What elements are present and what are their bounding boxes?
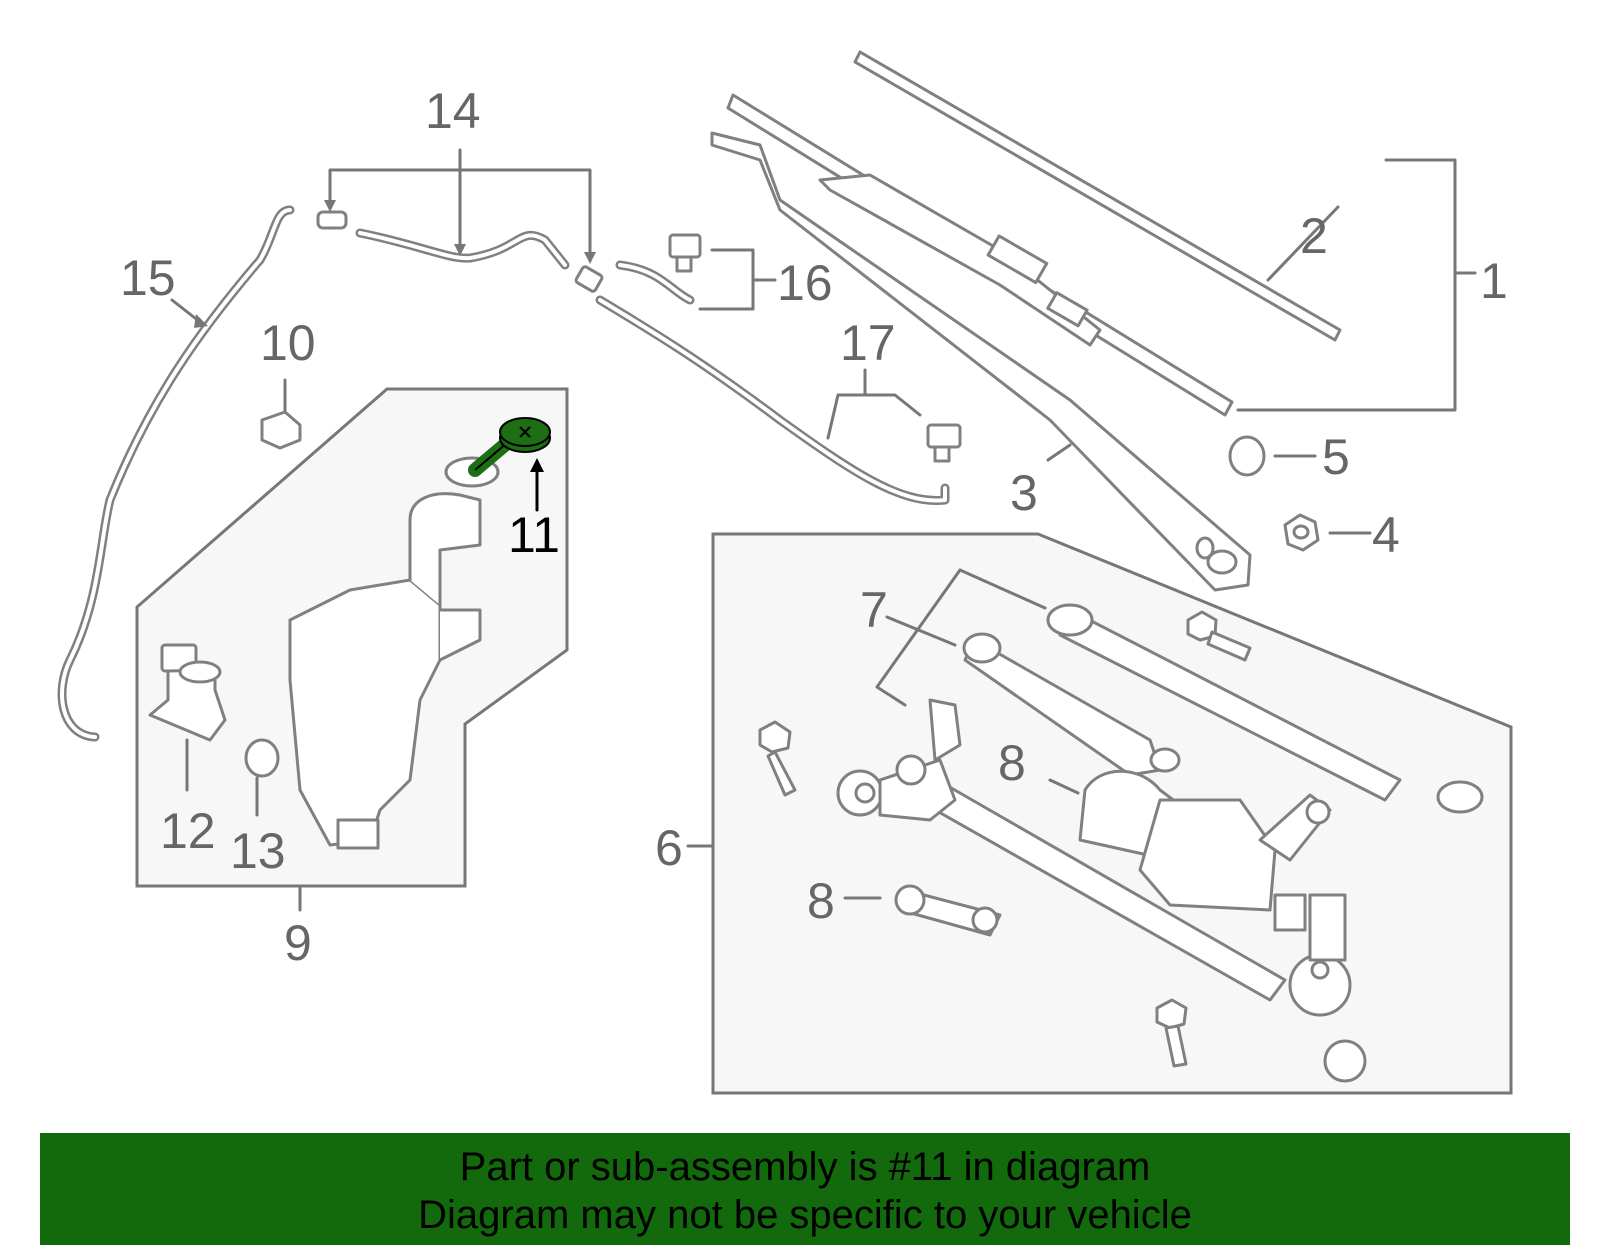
wiper-motor — [1078, 769, 1332, 932]
callout-13: 13 — [230, 823, 286, 879]
wiper-arm — [710, 131, 1252, 592]
callout-8a: 8 — [998, 735, 1026, 791]
washer-nozzle — [668, 233, 702, 273]
bracket-7 — [875, 568, 1047, 707]
hose-joint — [316, 210, 348, 230]
callout-9: 9 — [284, 915, 312, 971]
callout-12: 12 — [160, 803, 216, 859]
wiper-blade — [726, 93, 1234, 417]
wiper-blade-insert — [853, 50, 1342, 342]
banner-line-1: Part or sub-assembly is #11 in diagram — [459, 1145, 1151, 1189]
grommet — [244, 738, 280, 817]
filler-neck-cap — [444, 417, 551, 488]
callout-16: 16 — [777, 255, 833, 311]
linkage-rod — [1046, 603, 1484, 814]
callout-5: 5 — [1322, 429, 1350, 485]
bolt — [758, 720, 797, 797]
pivot-bracket — [894, 884, 1002, 937]
callout-11: 11 — [508, 507, 560, 563]
callout-17: 17 — [840, 315, 896, 371]
washer-nozzle-2 — [926, 423, 962, 463]
leader-3 — [1046, 443, 1072, 462]
info-banner: Part or sub-assembly is #11 in diagram D… — [40, 1133, 1570, 1245]
leader-2 — [1266, 205, 1340, 282]
washer-pump — [148, 643, 227, 792]
callout-10: 10 — [260, 315, 316, 371]
callout-15: 15 — [120, 250, 176, 306]
washer-ring — [1228, 435, 1266, 477]
bolt-2 — [1186, 610, 1252, 662]
callout-6: 6 — [655, 820, 683, 876]
bracket-1 — [1236, 158, 1457, 412]
connecting-rod — [962, 632, 1181, 777]
clip — [260, 378, 302, 450]
callout-8b: 8 — [807, 873, 835, 929]
callout-1: 1 — [1480, 253, 1508, 309]
washer-reservoir — [288, 492, 482, 850]
banner-line-2: Diagram may not be specific to your vehi… — [418, 1193, 1192, 1237]
bracket-17 — [826, 368, 922, 440]
callout-3: 3 — [1010, 465, 1038, 521]
parts-diagram: 1 2 3 4 5 6 7 8 8 9 10 11 12 13 14 15 16… — [57, 50, 1513, 1095]
callout-2: 2 — [1300, 208, 1328, 264]
bracket-16 — [698, 248, 777, 311]
callout-4: 4 — [1372, 507, 1400, 563]
wiper-linkage — [836, 698, 1367, 1083]
callout-7: 7 — [860, 582, 888, 638]
bracket-14 — [328, 168, 592, 257]
bolt-3 — [1155, 998, 1188, 1068]
callout-14: 14 — [425, 83, 481, 139]
